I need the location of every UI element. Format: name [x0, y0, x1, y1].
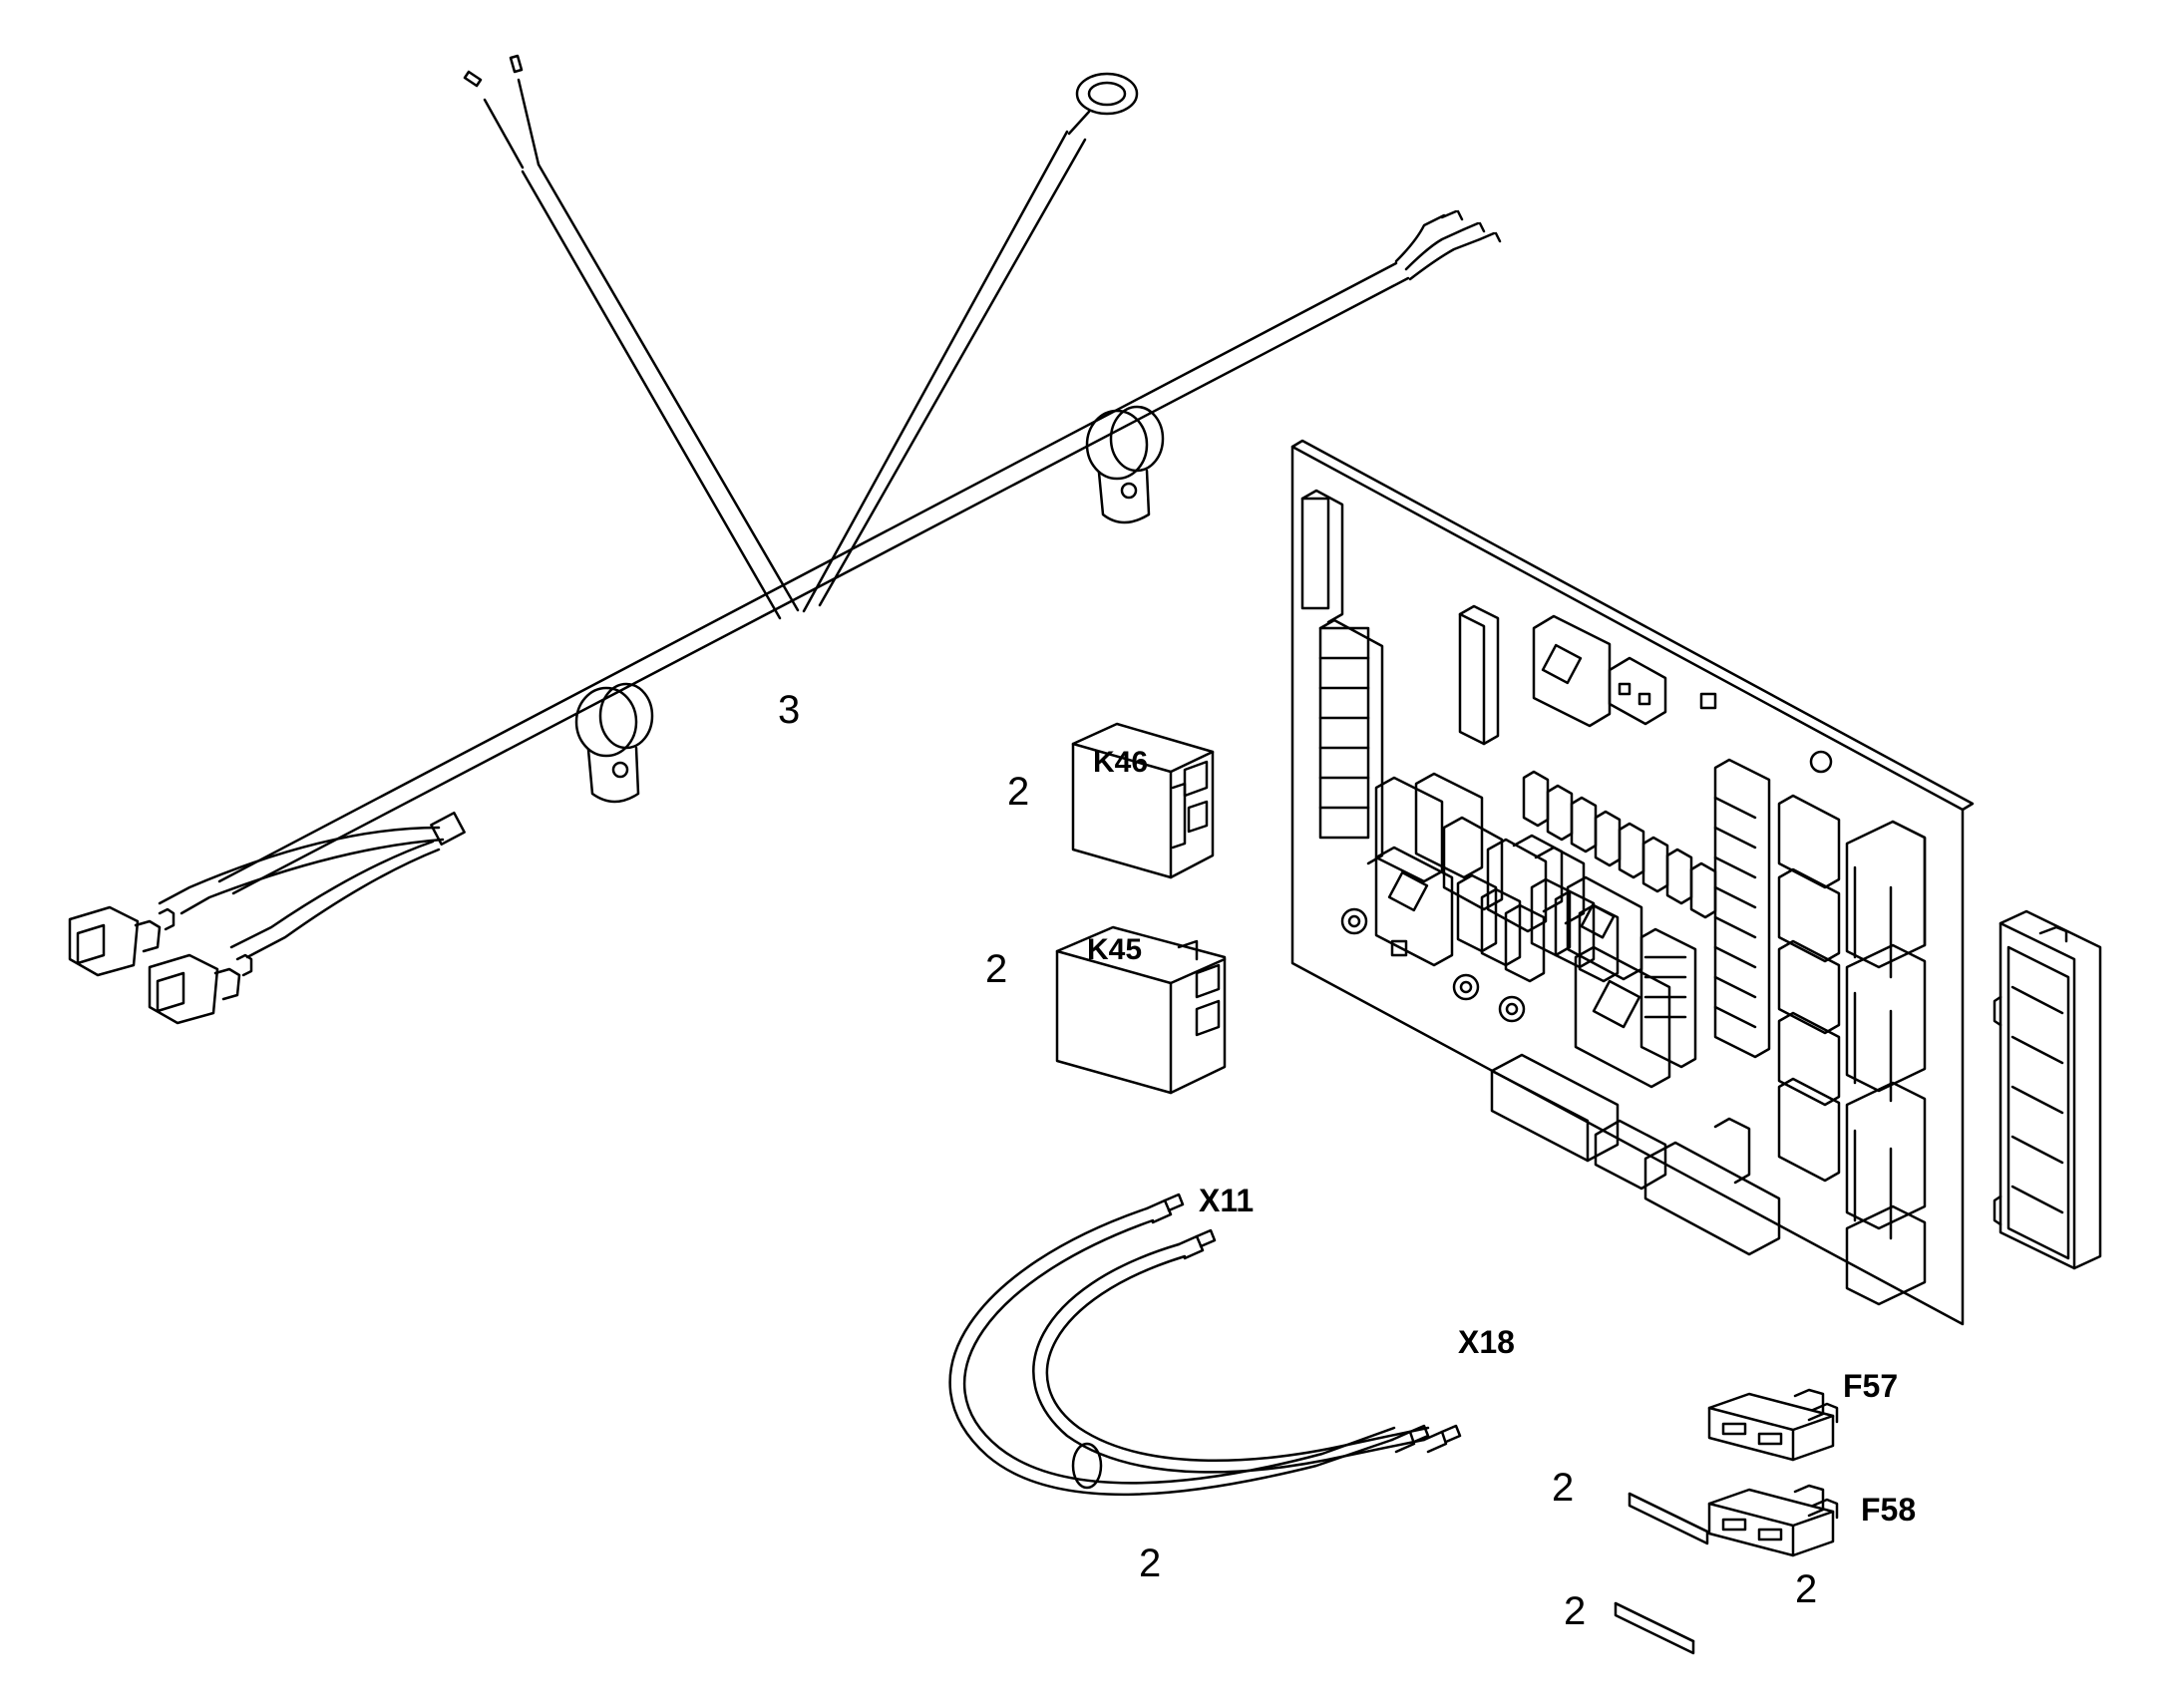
wiring-harness: [68, 54, 1502, 1025]
board-left-terminal-strip: [1300, 489, 1384, 865]
board-right-terminal-blocks: [1845, 820, 1927, 1306]
jumper-end-x11-label: X11: [1199, 1183, 1255, 1218]
fuse-f57-label: F57: [1843, 1368, 1899, 1404]
jumper-end-x18-label: X18: [1458, 1324, 1515, 1360]
connector-plug-2: [148, 953, 253, 1025]
fuse-f58-label: F58: [1861, 1492, 1917, 1528]
callout-label-strip-2-qty: 2: [1564, 1589, 1587, 1633]
cable-clamp-lower: [574, 682, 654, 804]
blade-fuse-f58: [1707, 1484, 1839, 1557]
callout-label-strip-1-qty: 2: [1552, 1466, 1575, 1510]
board-center-terminal-strip: [1713, 758, 1771, 1059]
callout-fuse-qty: 2: [1795, 1567, 1818, 1611]
relay-k45-label: K45: [1087, 933, 1143, 966]
control-circuit-board: [1290, 439, 1975, 1326]
callout-harness-qty: 3: [778, 688, 801, 732]
callout-relay-k46-qty: 2: [1007, 770, 1030, 814]
label-strip-1: [1628, 1492, 1709, 1545]
relay-k46: [1071, 722, 1215, 879]
relay-k45: [1055, 925, 1227, 1095]
cable-clamp-upper: [1085, 405, 1165, 524]
callout-relay-k45-qty: 2: [985, 947, 1008, 991]
side-connector-block: [1993, 909, 2102, 1270]
callout-jumper-qty: 2: [1139, 1541, 1162, 1585]
jumper-wires: [948, 1193, 1462, 1497]
label-strip-2: [1614, 1601, 1695, 1655]
blade-fuse-f57: [1707, 1388, 1839, 1462]
connector-plug-1: [68, 905, 176, 977]
relay-k46-label: K46: [1093, 746, 1149, 779]
